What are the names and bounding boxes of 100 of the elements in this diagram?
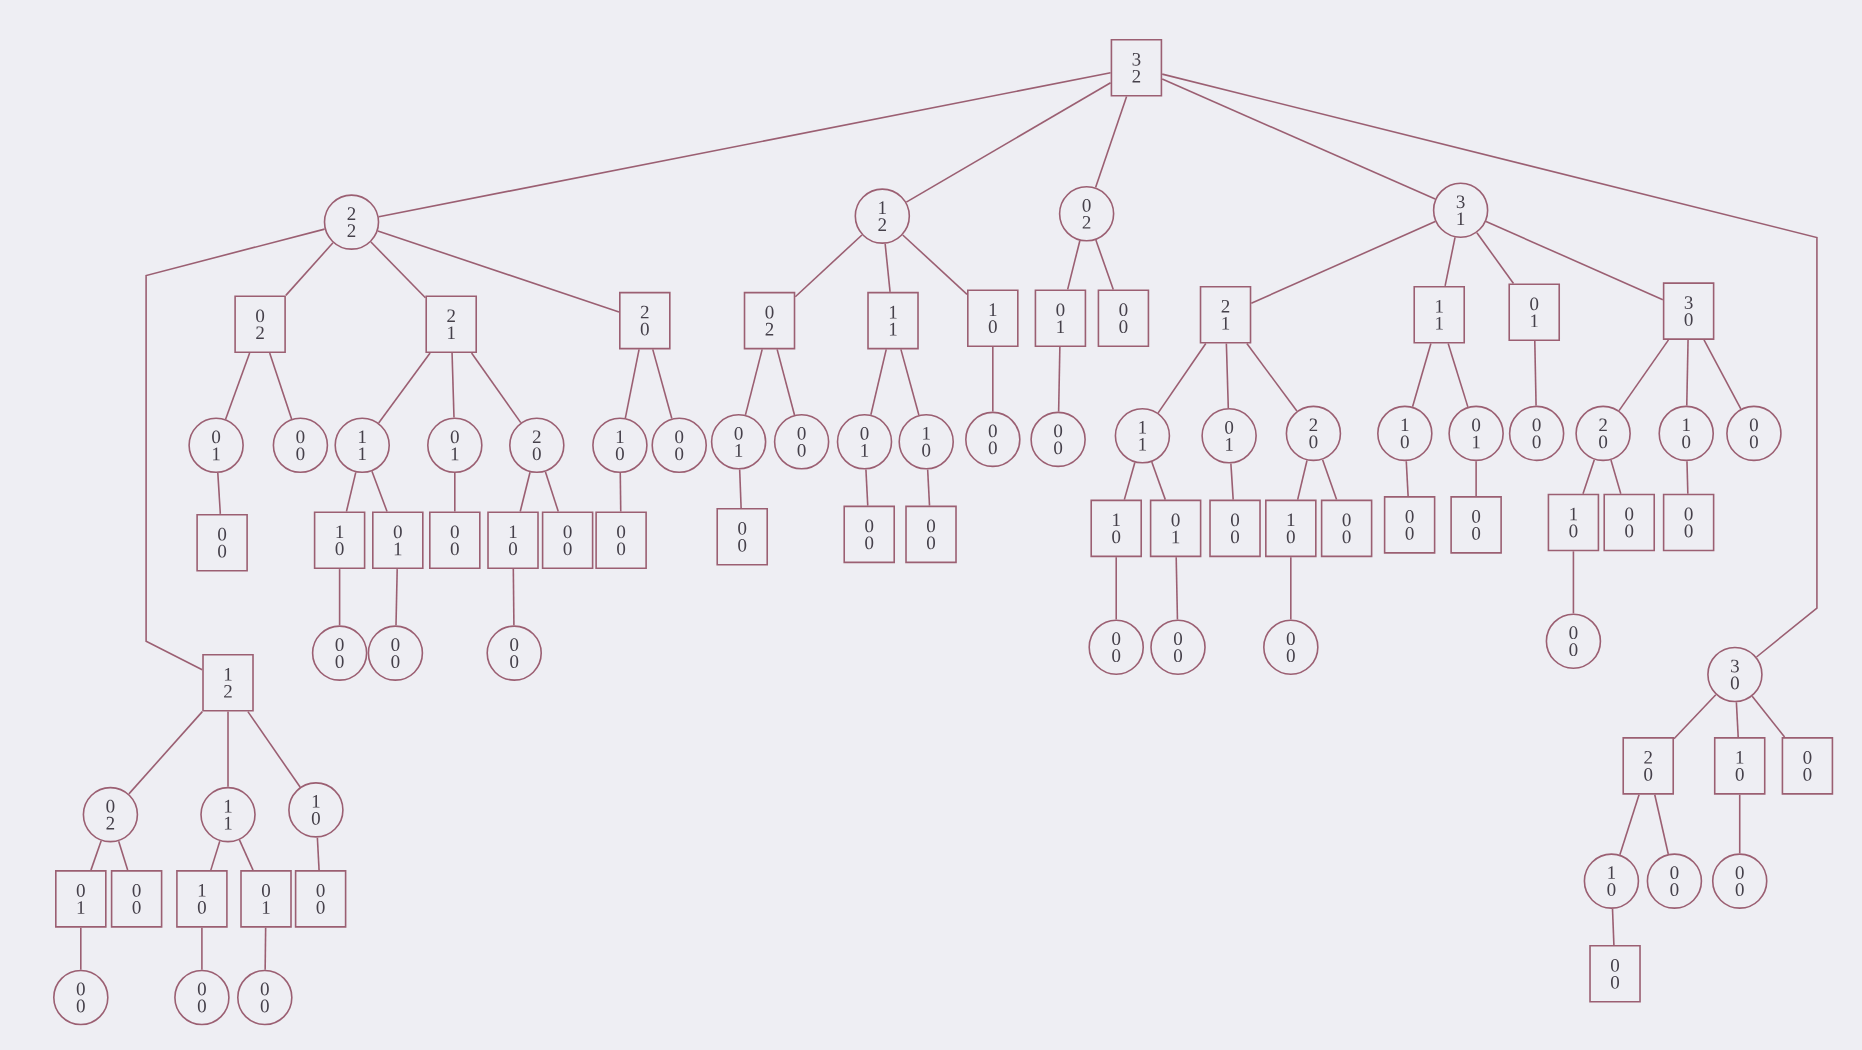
connector-line — [338, 568, 341, 627]
connector-line — [901, 234, 968, 296]
connector-line — [1572, 550, 1575, 615]
connector-line — [1447, 342, 1469, 408]
connector-line — [1115, 556, 1117, 621]
connector-line — [1161, 73, 1818, 658]
state-box: 0 2 — [743, 291, 796, 350]
state-box: 0 2 — [234, 295, 286, 353]
connector-line — [238, 839, 254, 871]
connector-line — [1738, 793, 1741, 855]
connector-line — [794, 234, 863, 298]
connector-line — [1751, 695, 1786, 738]
connector-line — [370, 241, 427, 299]
state-box: 0 1 — [372, 511, 424, 570]
state-box: 0 1 — [1508, 283, 1560, 342]
state-box: 1 1 — [1413, 285, 1465, 344]
connector-line — [1225, 342, 1230, 409]
connector-line — [1475, 460, 1477, 497]
connector-line — [1534, 340, 1537, 407]
connector-line — [1619, 793, 1640, 856]
connector-line — [1686, 460, 1689, 495]
state-box: 0 0 — [110, 870, 163, 928]
connector-line — [90, 840, 102, 871]
state-box: 2 0 — [1622, 737, 1674, 795]
state-box: 0 1 — [1034, 289, 1087, 347]
connector-line — [470, 352, 522, 424]
connector-line — [377, 352, 431, 424]
connector-line — [1618, 339, 1670, 412]
state-box: 2 0 — [619, 291, 671, 350]
connector-line — [217, 472, 222, 515]
connector-line — [1246, 342, 1298, 412]
connector-line — [316, 836, 320, 871]
connector-line — [900, 348, 920, 416]
connector-line — [512, 568, 515, 627]
connector-line — [1094, 95, 1128, 189]
connector-line — [738, 468, 742, 509]
connector-line — [1321, 458, 1338, 501]
state-box: 3 2 — [1110, 38, 1163, 97]
connector-line — [1485, 220, 1664, 301]
connector-line — [1610, 459, 1622, 495]
connector-line — [1685, 339, 1689, 407]
connector-line — [371, 470, 388, 513]
connector-line — [1123, 461, 1136, 501]
connector-line — [651, 348, 673, 420]
connector-line — [1157, 342, 1207, 414]
connector-line — [377, 230, 620, 313]
connector-line — [1476, 231, 1515, 285]
connector-line — [145, 228, 326, 671]
connector-line — [345, 471, 357, 513]
state-box: 3 0 — [1662, 282, 1715, 340]
connector-line — [926, 468, 931, 507]
state-box: 0 0 — [905, 505, 957, 564]
connector-line — [865, 468, 869, 507]
connector-line — [1175, 556, 1179, 621]
state-box: 1 0 — [1713, 737, 1766, 795]
connector-line — [117, 840, 129, 871]
state-box: 2 1 — [1199, 285, 1252, 344]
state-box: 0 1 — [1149, 499, 1202, 558]
connector-line — [201, 926, 203, 971]
state-box: 0 0 — [1383, 496, 1436, 554]
state-box: 1 1 — [867, 291, 919, 350]
state-box: 0 0 — [1662, 493, 1715, 552]
state-box: 0 0 — [1097, 289, 1150, 347]
connector-line — [1057, 346, 1061, 413]
connector-line — [1250, 220, 1436, 305]
connector-line — [210, 840, 221, 871]
state-box: 0 1 — [55, 870, 107, 928]
connector-line — [619, 472, 622, 513]
state-box: 0 0 — [1781, 737, 1834, 795]
state-box: 1 0 — [176, 870, 228, 928]
connector-line — [544, 470, 560, 513]
connector-line — [519, 471, 531, 513]
connector-line — [905, 81, 1112, 203]
connector-line — [395, 568, 398, 627]
state-box: 0 0 — [1450, 496, 1502, 554]
connector-line — [247, 710, 301, 788]
state-box: 1 0 — [1547, 493, 1600, 552]
connector-line — [264, 926, 267, 971]
connector-line — [1703, 339, 1742, 410]
state-box: 0 0 — [541, 511, 594, 570]
connector-line — [992, 346, 994, 413]
connector-line — [624, 348, 640, 419]
connector-line — [128, 710, 204, 795]
connector-line — [1673, 693, 1717, 740]
connector-line — [744, 348, 763, 416]
state-box: 0 0 — [843, 505, 895, 564]
state-box: 0 1 — [240, 870, 292, 928]
connector-line — [1653, 793, 1670, 855]
connector-line — [227, 710, 229, 788]
state-box: 1 0 — [1265, 499, 1317, 558]
connector-line — [1582, 458, 1596, 495]
state-box: 0 0 — [595, 511, 647, 570]
connector-line — [1095, 239, 1115, 291]
connector-line — [224, 352, 251, 420]
connector-line — [1290, 556, 1292, 621]
connector-line — [1151, 461, 1167, 501]
connector-line — [1735, 701, 1739, 738]
connector-line — [454, 472, 456, 513]
connector-line — [1296, 459, 1308, 501]
state-box: 0 0 — [429, 511, 481, 570]
